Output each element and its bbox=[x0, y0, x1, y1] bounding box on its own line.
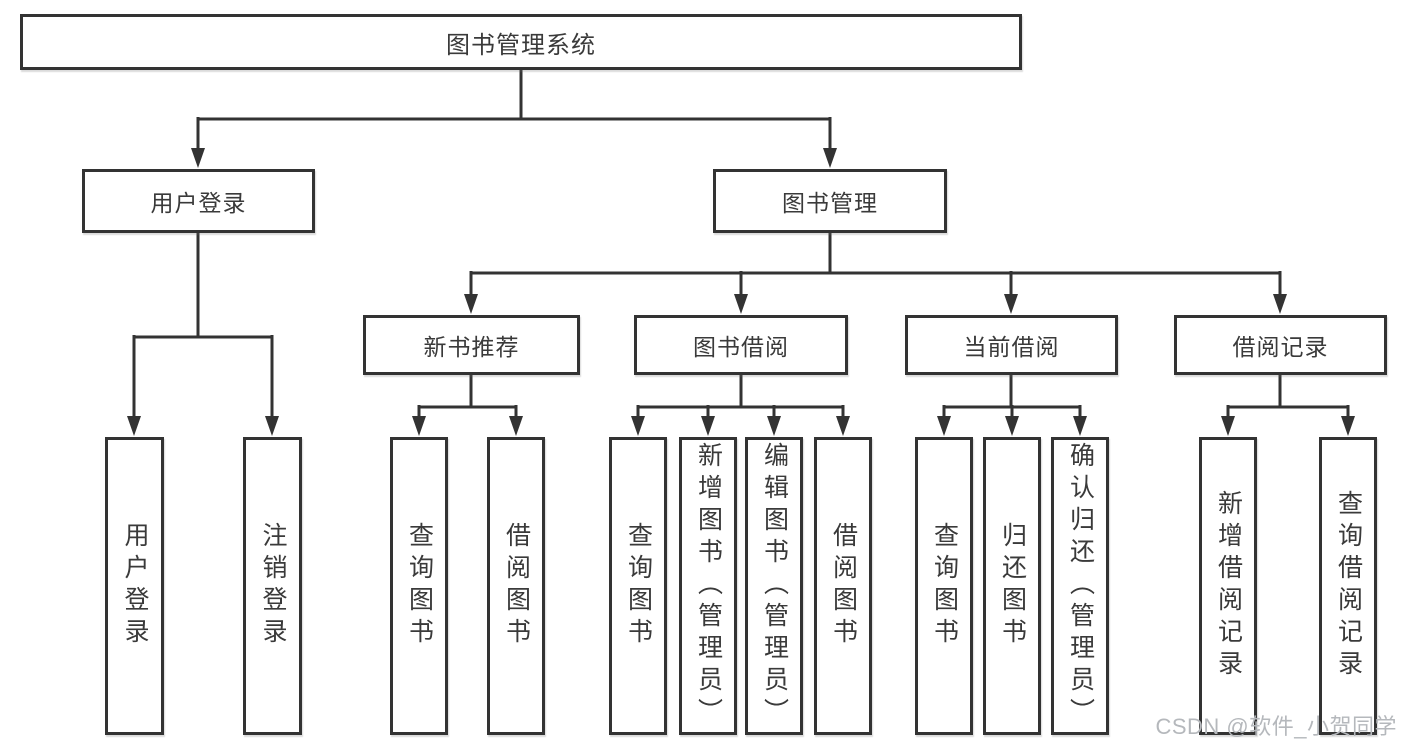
leaf-return-book-label: 归还图书 bbox=[998, 522, 1027, 650]
leaf-borrow-books-recommend-label: 借阅图书 bbox=[502, 522, 531, 650]
leaf-confirm-return-admin-label: 确认归还（管理员） bbox=[1066, 442, 1095, 730]
node-book-management-label: 图书管理 bbox=[782, 190, 878, 216]
leaf-add-book-admin-label: 新增图书（管理员） bbox=[694, 442, 723, 730]
leaf-query-books-borrowing-label: 查询图书 bbox=[624, 522, 653, 650]
node-user-login-label: 用户登录 bbox=[150, 190, 247, 216]
node-borrow-records: 借阅记录 bbox=[1174, 315, 1387, 375]
node-current-borrowing: 当前借阅 bbox=[905, 315, 1118, 375]
leaf-add-book-admin: 新增图书（管理员） bbox=[679, 437, 737, 735]
leaf-query-borrow-record: 查询借阅记录 bbox=[1319, 437, 1377, 735]
leaf-edit-book-admin-label: 编辑图书（管理员） bbox=[760, 442, 789, 730]
leaf-logout-label: 注销登录 bbox=[259, 522, 287, 650]
leaf-query-books-borrowing: 查询图书 bbox=[609, 437, 667, 735]
node-user-login: 用户登录 bbox=[82, 169, 315, 233]
node-borrow-records-label: 借阅记录 bbox=[1232, 334, 1329, 360]
node-root-label: 图书管理系统 bbox=[446, 31, 596, 59]
leaf-borrow-books-borrowing-label: 借阅图书 bbox=[829, 522, 858, 650]
leaf-borrow-books-borrowing: 借阅图书 bbox=[814, 437, 872, 735]
node-book-borrowing: 图书借阅 bbox=[634, 315, 848, 375]
leaf-query-borrow-record-label: 查询借阅记录 bbox=[1334, 490, 1363, 682]
leaf-edit-book-admin: 编辑图书（管理员） bbox=[745, 437, 803, 735]
leaf-user-login: 用户登录 bbox=[105, 437, 164, 735]
leaf-query-books-current: 查询图书 bbox=[915, 437, 973, 735]
leaf-user-login-label: 用户登录 bbox=[121, 522, 149, 650]
leaf-return-book: 归还图书 bbox=[983, 437, 1041, 735]
watermark: CSDN @软件_小贺同学 bbox=[1155, 714, 1397, 739]
node-new-book-recommend: 新书推荐 bbox=[363, 315, 580, 375]
leaf-add-borrow-record-label: 新增借阅记录 bbox=[1214, 490, 1243, 682]
leaf-borrow-books-recommend: 借阅图书 bbox=[487, 437, 545, 735]
leaf-logout: 注销登录 bbox=[243, 437, 302, 735]
leaf-confirm-return-admin: 确认归还（管理员） bbox=[1051, 437, 1109, 735]
node-current-borrowing-label: 当前借阅 bbox=[963, 334, 1060, 360]
node-book-borrowing-label: 图书借阅 bbox=[693, 334, 789, 360]
leaf-query-books-current-label: 查询图书 bbox=[930, 522, 959, 650]
node-book-management: 图书管理 bbox=[713, 169, 947, 233]
node-root: 图书管理系统 bbox=[20, 14, 1022, 70]
node-new-book-recommend-label: 新书推荐 bbox=[423, 334, 520, 360]
leaf-add-borrow-record: 新增借阅记录 bbox=[1199, 437, 1257, 735]
leaf-query-books-recommend-label: 查询图书 bbox=[405, 522, 434, 650]
leaf-query-books-recommend: 查询图书 bbox=[390, 437, 448, 735]
